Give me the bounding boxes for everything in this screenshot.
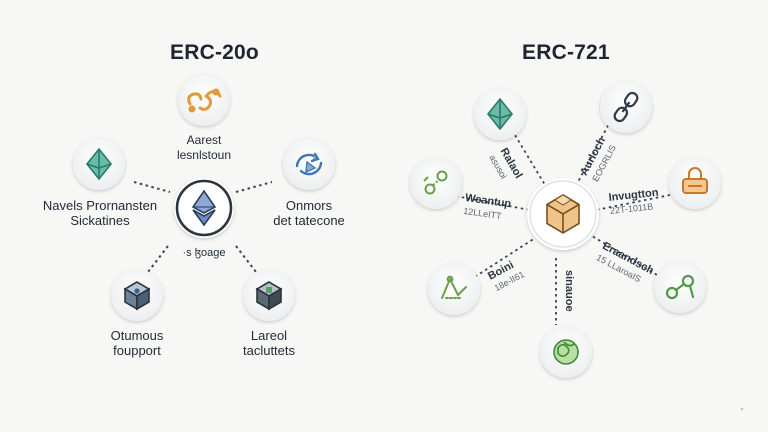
erc721-node-e[interactable] — [669, 157, 721, 209]
erc721-center-node[interactable] — [527, 178, 599, 250]
erc721-title: ERC-721 — [522, 41, 610, 64]
erc20-node-bottom-left[interactable] — [111, 269, 163, 321]
label-line: Onmors — [285, 198, 333, 213]
padlock-icon — [682, 167, 708, 194]
chain-link-icon — [613, 91, 639, 123]
label-line: foupport — [113, 343, 161, 358]
erc20-center-caption: ·s ɮoage — [182, 247, 226, 259]
erc20-node-top-label: Aarest lesnlstoun — [150, 133, 258, 163]
path-icon — [441, 275, 467, 299]
label-line: lesnlstoun — [176, 148, 232, 162]
connector-e — [595, 194, 671, 211]
erc721-node-nw[interactable] — [474, 88, 526, 140]
label-line: Sickatines — [70, 213, 130, 228]
label-main: sinauoe — [563, 270, 575, 312]
erc721-connectors — [449, 119, 671, 325]
erc20-node-top[interactable] — [178, 74, 230, 126]
erc721-node-e-label: Invugtton 22T-1011B — [608, 187, 661, 218]
erc20-node-right-label: Onmors det tatecone — [252, 198, 366, 228]
erc20-node-bottom-left-label: Otumous foupport — [87, 328, 187, 358]
erc20-node-left[interactable] — [73, 138, 125, 190]
diamond-icon — [85, 147, 113, 181]
label-line: tacluttets — [242, 343, 296, 358]
erc721-node-w[interactable] — [410, 157, 462, 209]
label-line: Lareol — [250, 328, 288, 343]
connector-nw — [511, 129, 546, 186]
network-icon — [553, 339, 579, 365]
exchange-arrow-icon — [295, 152, 323, 176]
label-line: Aarest — [186, 133, 222, 147]
link-chain-icon — [665, 274, 695, 300]
erc20-connectors — [133, 181, 273, 273]
erc721-node-se[interactable] — [654, 261, 706, 313]
erc20-node-bottom-right-label: Lareol tacluttets — [219, 328, 319, 358]
connector-left — [133, 181, 171, 193]
erc721-node-s[interactable] — [540, 326, 592, 378]
erc721-node-sw[interactable] — [428, 263, 480, 315]
erc20-node-left-label: Navels Prornansten Sickatines — [30, 198, 170, 228]
nodes-icon — [423, 170, 448, 195]
label-line: Otumous — [110, 328, 164, 343]
connector-w — [449, 194, 531, 211]
decorative-dot — [740, 407, 744, 411]
erc20-title: ERC-20o — [170, 41, 259, 64]
erc20-center-node[interactable] — [174, 178, 234, 238]
connector-sw — [469, 237, 536, 281]
label-line: det tatecone — [273, 213, 345, 228]
connector-se — [591, 235, 663, 279]
erc721-node-s-label: sinauoe — [562, 270, 575, 312]
cube-icon — [255, 281, 283, 311]
ethereum-diamond-icon — [191, 189, 217, 227]
erc20-node-bottom-right[interactable] — [243, 269, 295, 321]
erc20-node-right[interactable] — [283, 138, 335, 190]
hexagon-cube-icon — [546, 194, 580, 234]
label-line: Navels Prornansten — [42, 198, 158, 213]
diamond-icon — [486, 97, 514, 131]
chain-link-icon — [187, 88, 222, 113]
erc721-node-ne[interactable] — [600, 81, 652, 133]
connector-right — [235, 181, 273, 193]
cube-icon — [123, 281, 151, 311]
